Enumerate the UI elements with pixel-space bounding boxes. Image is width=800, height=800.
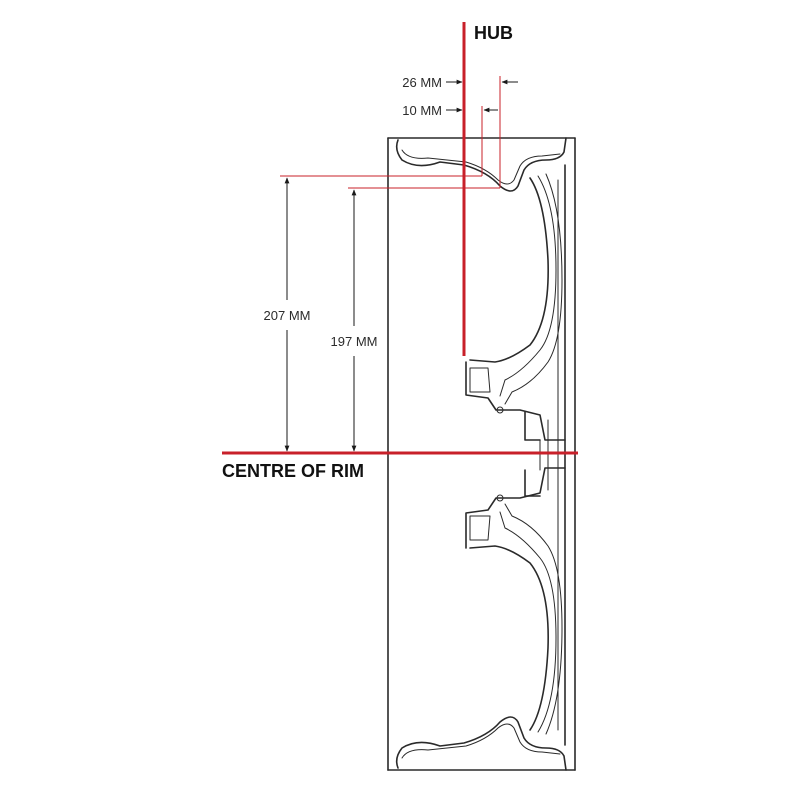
- rim-hub-lower: [465, 467, 566, 549]
- dim-26-label: 26 MM: [402, 75, 442, 90]
- reference-lines: [222, 22, 578, 455]
- rim-upper-spoke-2: [499, 175, 557, 397]
- rim-hub-upper-inner: [469, 367, 491, 393]
- hub-label: HUB: [474, 23, 513, 43]
- rim-top-flange-inner: [401, 149, 561, 185]
- rim-top-flange: [395, 137, 567, 192]
- rim-profile: [387, 137, 576, 771]
- rim-lower-spoke-2: [499, 511, 557, 733]
- rim-hub-lower-inner: [469, 515, 491, 541]
- dim-207-label: 207 MM: [264, 308, 311, 323]
- rim-bottom-flange-inner: [401, 723, 561, 759]
- rim-bottom-flange: [395, 716, 567, 771]
- dim-197-label: 197 MM: [331, 334, 378, 349]
- rim-upper-spoke-3: [504, 173, 563, 405]
- rim-lower-spoke-3: [504, 503, 563, 735]
- dimension-markers: [284, 79, 518, 452]
- centre-of-rim-label: CENTRE OF RIM: [222, 461, 364, 481]
- rim-lower-spoke: [469, 545, 549, 731]
- dim-10-label: 10 MM: [402, 103, 442, 118]
- rim-hub-upper: [465, 361, 566, 441]
- rim-lug-lower: [496, 494, 504, 502]
- rim-lug-upper: [496, 406, 504, 414]
- rim-upper-spoke: [469, 177, 549, 363]
